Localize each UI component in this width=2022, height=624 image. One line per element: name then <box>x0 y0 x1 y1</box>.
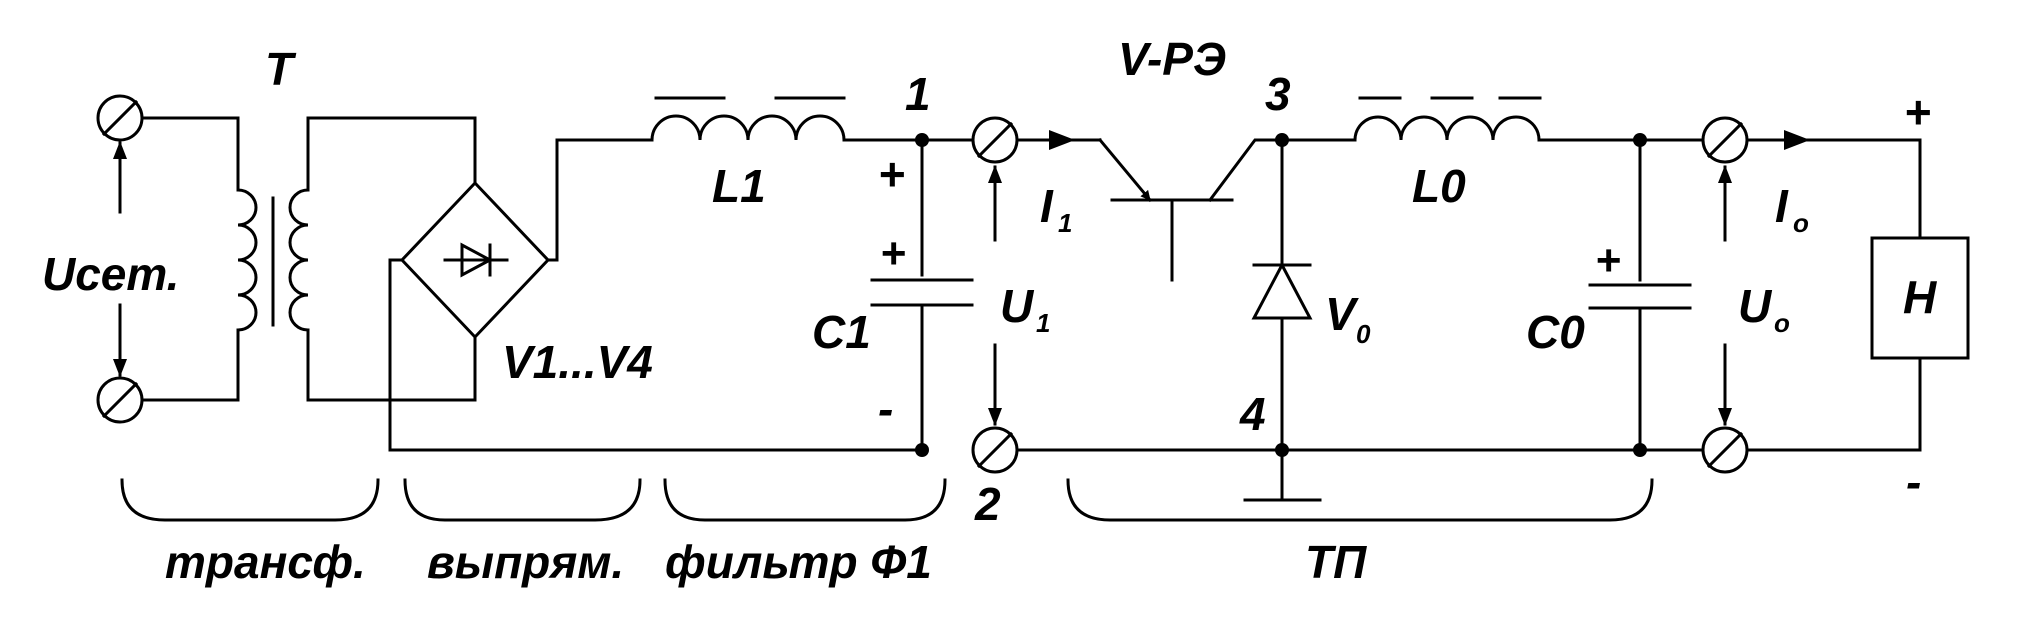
node-4-label: 4 <box>1239 388 1266 440</box>
voltage-u0-label: U <box>1738 280 1773 332</box>
section-label-converter: ТП <box>1305 536 1367 588</box>
node-2-label: 2 <box>974 478 1001 530</box>
node-1-label: 1 <box>905 68 931 120</box>
transistor-emitter <box>1097 137 1153 203</box>
inductor-l0-label: L0 <box>1412 160 1466 212</box>
transistor-label: V-РЭ <box>1118 33 1226 85</box>
capacitor-c0-polarity: + <box>1595 236 1621 285</box>
section-label-transformer: трансф. <box>165 536 366 588</box>
brace-transformer <box>120 478 380 522</box>
filter-f1: L1 + C1 1 + - 2 <box>650 68 1001 530</box>
output-terminals: I o U o <box>1701 116 1922 474</box>
freewheel-diode-v0: 3 4 V 0 <box>1239 68 1371 502</box>
capacitor-c1-polarity: + <box>880 229 906 278</box>
transistor-v-re: V-РЭ <box>1071 33 1284 282</box>
inductor-l1-label: L1 <box>712 160 766 212</box>
terminal-u1-top <box>971 116 1019 164</box>
inductor-l1 <box>650 114 846 142</box>
capacitor-c1-label: C1 <box>812 306 871 358</box>
node-dot-c0-top <box>1633 133 1647 147</box>
mains-voltage-label: Uсет. <box>42 248 179 300</box>
diode-v0-label: V <box>1325 288 1359 340</box>
voltage-u0-subscript: o <box>1774 308 1790 338</box>
voltage-u1-label: U <box>1000 280 1035 332</box>
current-i1-subscript: 1 <box>1058 208 1072 238</box>
node-dot-3 <box>1275 133 1289 147</box>
output-minus-sign: - <box>1906 456 1921 508</box>
terminal-u1-bottom <box>971 426 1019 474</box>
brace-rectifier <box>403 478 642 522</box>
mains-input: Uсет. <box>42 94 179 424</box>
inductor-l0 <box>1353 115 1541 142</box>
output-filter: L0 + C0 <box>1280 96 1705 457</box>
transformer: T <box>140 43 477 402</box>
load-label: Н <box>1903 271 1937 323</box>
output-terminal-top <box>1701 116 1749 164</box>
output-terminal-bottom <box>1701 426 1749 474</box>
output-plus-sign: + <box>1904 86 1931 138</box>
current-i1-label: I <box>1040 180 1054 232</box>
intermediate-terminals: I 1 U 1 <box>971 116 1284 474</box>
voltage-u1-subscript: 1 <box>1036 308 1050 338</box>
section-label-filter: фильтр Ф1 <box>665 536 932 588</box>
load-h: Н + - <box>1870 86 1970 508</box>
transistor-collector <box>1207 138 1284 203</box>
rectifier-bridge: V1...V4 <box>388 138 924 452</box>
input-terminal-bottom <box>96 376 144 424</box>
plus-sign-c1: + <box>878 148 905 200</box>
transformer-label: T <box>265 43 297 95</box>
section-braces: трансф. выпрям. фильтр Ф1 ТП <box>120 478 1654 588</box>
minus-sign-c1: - <box>878 383 893 435</box>
secondary-winding <box>288 188 310 332</box>
primary-winding <box>236 188 258 332</box>
node-dot-2 <box>915 443 929 457</box>
current-i0-subscript: o <box>1793 208 1809 238</box>
node-dot-1 <box>915 133 929 147</box>
diode-v0-subscript: 0 <box>1356 319 1371 349</box>
section-label-rectifier: выпрям. <box>427 536 624 588</box>
input-terminal-top <box>96 94 144 142</box>
brace-filter <box>663 478 947 522</box>
rectifier-diodes-label: V1...V4 <box>502 336 653 388</box>
current-i0-label: I <box>1775 180 1789 232</box>
brace-converter <box>1066 478 1654 522</box>
capacitor-c0-label: C0 <box>1526 306 1585 358</box>
node-3-label: 3 <box>1265 68 1291 120</box>
